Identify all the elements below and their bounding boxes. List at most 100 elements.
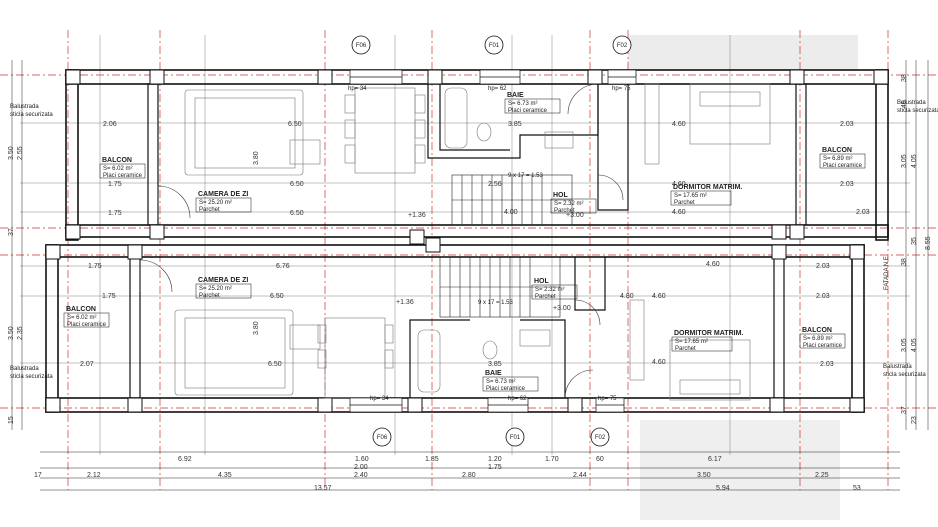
level-top-stair: +1.36: [408, 212, 426, 219]
svg-text:2.00: 2.00: [354, 464, 368, 471]
room-label-camera-top: CAMERA DE ZI S= 25.20 m² Parchet: [195, 191, 252, 213]
svg-text:3.85: 3.85: [508, 121, 522, 128]
svg-text:2.44: 2.44: [573, 472, 587, 479]
room-label-dormitor-top: DORMITOR MATRIM. S= 17.65 m² Parchet: [670, 184, 742, 206]
svg-text:6.76: 6.76: [276, 263, 290, 270]
hp-bottom-living: hp= 34: [370, 396, 389, 402]
hp-top-bed: hp= 75: [612, 86, 631, 92]
svg-text:S= 6.02 m²: S= 6.02 m²: [67, 315, 97, 321]
svg-text:S= 6.89 m²: S= 6.89 m²: [823, 156, 853, 162]
axis-tag-f01-bottom: F01: [510, 435, 521, 441]
svg-text:6.17: 6.17: [708, 456, 722, 463]
svg-text:1.70: 1.70: [545, 456, 559, 463]
svg-text:Parchet: Parchet: [199, 207, 220, 213]
svg-text:S= 17.65 m²: S= 17.65 m²: [675, 339, 708, 345]
svg-text:6.50: 6.50: [290, 181, 304, 188]
svg-text:Parchet: Parchet: [674, 200, 695, 206]
svg-text:BAIE: BAIE: [485, 370, 502, 377]
svg-text:S= 6.02 m²: S= 6.02 m²: [103, 166, 133, 172]
room-label-balcon-br: BALCON S= 6.89 m² Placi ceramice: [799, 327, 846, 349]
svg-text:1.75: 1.75: [102, 293, 116, 300]
hp-top-living: hp= 34: [348, 86, 367, 92]
level-bottom-stair: +1.36: [396, 299, 414, 306]
svg-text:S= 17.65 m²: S= 17.65 m²: [674, 193, 707, 199]
stairs-top: [451, 174, 573, 226]
stair-note-top: 9 x 17 = 1.53: [508, 173, 544, 179]
svg-text:6.50: 6.50: [270, 293, 284, 300]
svg-text:2.40: 2.40: [354, 472, 368, 479]
svg-text:2.55: 2.55: [17, 146, 24, 160]
room-label-balcon-tl: BALCON S= 6.02 m² Placi ceramice: [99, 157, 146, 179]
svg-text:Parchet: Parchet: [199, 293, 220, 299]
furniture: [174, 83, 771, 401]
room-label-hol-bottom: HOL S= 2.32 m² Parchet: [531, 278, 578, 300]
windows: [349, 69, 637, 413]
svg-text:1.75: 1.75: [108, 181, 122, 188]
svg-text:4.60: 4.60: [652, 359, 666, 366]
level-bottom-landing: +3.00: [553, 305, 571, 312]
svg-text:40: 40: [901, 100, 908, 108]
svg-text:4.60: 4.60: [706, 261, 720, 268]
svg-text:2.25: 2.25: [815, 472, 829, 479]
axis-tag-f06-bottom: F06: [377, 435, 388, 441]
svg-text:1.60: 1.60: [355, 456, 369, 463]
svg-text:6.50: 6.50: [290, 210, 304, 217]
svg-text:2.03: 2.03: [820, 361, 834, 368]
note-balustrada-right-2: sticla securizata: [897, 108, 938, 114]
svg-text:23: 23: [911, 416, 918, 424]
svg-text:S= 2.32 m²: S= 2.32 m²: [535, 287, 565, 293]
svg-text:2.56: 2.56: [488, 181, 502, 188]
svg-text:Parchet: Parchet: [535, 294, 556, 300]
axis-tag-f06-top: F06: [356, 43, 367, 49]
svg-text:37: 37: [8, 228, 15, 236]
left-dimensions: 3.50 2.55 37 3.50 2.35 15: [8, 146, 24, 424]
svg-text:3.50: 3.50: [8, 326, 15, 340]
note-balustrada-left-1: Balustrada: [10, 104, 39, 110]
svg-text:1.75: 1.75: [88, 263, 102, 270]
svg-text:DORMITOR MATRIM.: DORMITOR MATRIM.: [673, 184, 742, 191]
room-label-baie-top: BAIE S= 6.73 m² Placi ceramice: [504, 92, 561, 114]
svg-text:HOL: HOL: [553, 192, 569, 199]
svg-text:2.03: 2.03: [816, 293, 830, 300]
level-top-landing: +3.00: [566, 212, 584, 219]
svg-text:BAIE: BAIE: [507, 92, 524, 99]
svg-text:Placi ceramice: Placi ceramice: [823, 163, 863, 169]
svg-text:5.94: 5.94: [716, 485, 730, 492]
svg-text:35: 35: [911, 237, 918, 245]
svg-text:4.00: 4.00: [504, 209, 518, 216]
svg-text:HOL: HOL: [534, 278, 550, 285]
svg-text:S= 25.20 m²: S= 25.20 m²: [199, 200, 232, 206]
right-dimension-lines: [905, 60, 929, 430]
svg-text:3.80: 3.80: [253, 151, 260, 165]
svg-text:4.60: 4.60: [652, 293, 666, 300]
hp-bottom-bed: hp= 75: [598, 396, 617, 402]
svg-text:CAMERA DE ZI: CAMERA DE ZI: [198, 277, 248, 284]
svg-text:53: 53: [853, 485, 861, 492]
svg-text:Placi ceramice: Placi ceramice: [486, 386, 526, 392]
doors: [139, 83, 624, 399]
svg-text:2.06: 2.06: [103, 121, 117, 128]
axis-tags: [351, 35, 632, 447]
interior-dimensions: 2.06 6.50 6.50 6.50 1.75 1.75 3.80 3.85 …: [80, 121, 870, 368]
svg-text:CAMERA DE ZI: CAMERA DE ZI: [198, 191, 248, 198]
svg-text:Placi ceramice: Placi ceramice: [508, 108, 548, 114]
hp-bottom-bath: hp= 62: [508, 396, 527, 402]
svg-text:4.60: 4.60: [672, 181, 686, 188]
svg-text:17: 17: [34, 472, 42, 479]
bottom-dimensions: 6.92 1.60 1.85 1.20 1.70 60 6.17 2.00 1.…: [34, 456, 861, 492]
svg-text:Placi ceramice: Placi ceramice: [103, 173, 143, 179]
svg-text:4.35: 4.35: [218, 472, 232, 479]
svg-text:BALCON: BALCON: [822, 147, 852, 154]
stairs-bottom: [439, 256, 561, 318]
svg-text:4.05: 4.05: [911, 154, 918, 168]
svg-text:8.55: 8.55: [925, 236, 932, 250]
room-label-dormitor-bottom: DORMITOR MATRIM. S= 17.65 m² Parchet: [671, 330, 743, 352]
svg-text:3.50: 3.50: [697, 472, 711, 479]
svg-text:38: 38: [901, 258, 908, 266]
svg-text:S= 2.32 m²: S= 2.32 m²: [554, 201, 584, 207]
room-label-balcon-tr: BALCON S= 6.89 m² Placi ceramice: [819, 147, 866, 169]
svg-text:2.35: 2.35: [17, 326, 24, 340]
svg-text:1.20: 1.20: [488, 456, 502, 463]
svg-text:2.03: 2.03: [856, 209, 870, 216]
